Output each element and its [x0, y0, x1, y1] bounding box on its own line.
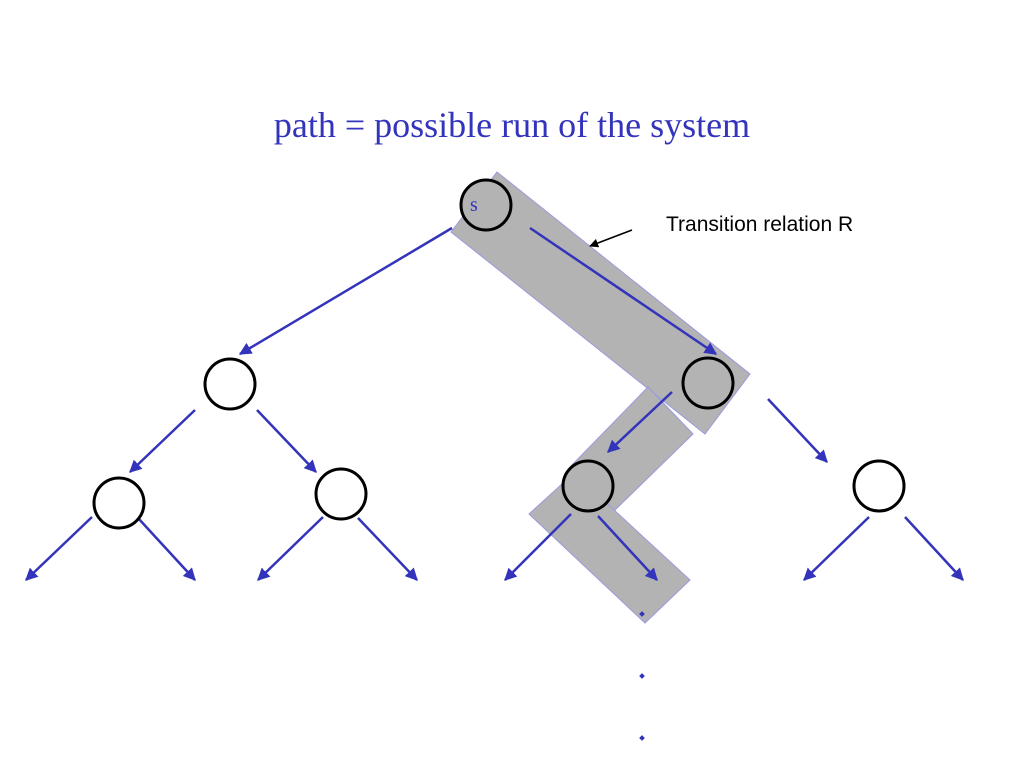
edge-l-lr: [256, 409, 317, 473]
tree-nodes: [92, 178, 906, 530]
root-label: s: [470, 194, 478, 216]
node-level2-2: [314, 467, 368, 521]
dot-1: [639, 611, 645, 617]
annotation-arrow: [589, 229, 633, 248]
edge-rr-a: [803, 516, 870, 581]
continuation-dots: [639, 611, 645, 741]
edge-ll-a: [25, 516, 93, 581]
edge-rr-b: [904, 516, 964, 581]
node-level1-right: [681, 356, 735, 410]
annotation-label: Transition relation R: [666, 213, 853, 236]
slide-title: path = possible run of the system: [273, 105, 751, 145]
dot-2: [639, 673, 645, 679]
edge-lr-b: [357, 517, 418, 581]
edge-ll-b: [137, 517, 196, 581]
edge-r-rr: [767, 398, 828, 463]
edge-root-right: [529, 226, 718, 356]
edge-rl-b: [597, 515, 658, 581]
tree-edges: [25, 226, 964, 581]
node-level2-3: [561, 459, 615, 513]
node-root: [459, 178, 513, 232]
path-band-3: [528, 472, 691, 624]
edge-rl-a: [504, 513, 572, 581]
edge-root-left: [238, 226, 453, 356]
edge-lr-a: [257, 516, 324, 581]
node-level2-1: [92, 476, 146, 530]
node-level2-4: [852, 459, 906, 513]
edge-l-ll: [129, 409, 196, 473]
node-level1-left: [203, 357, 257, 411]
dot-3: [639, 735, 645, 741]
edge-r-rl: [607, 391, 673, 453]
